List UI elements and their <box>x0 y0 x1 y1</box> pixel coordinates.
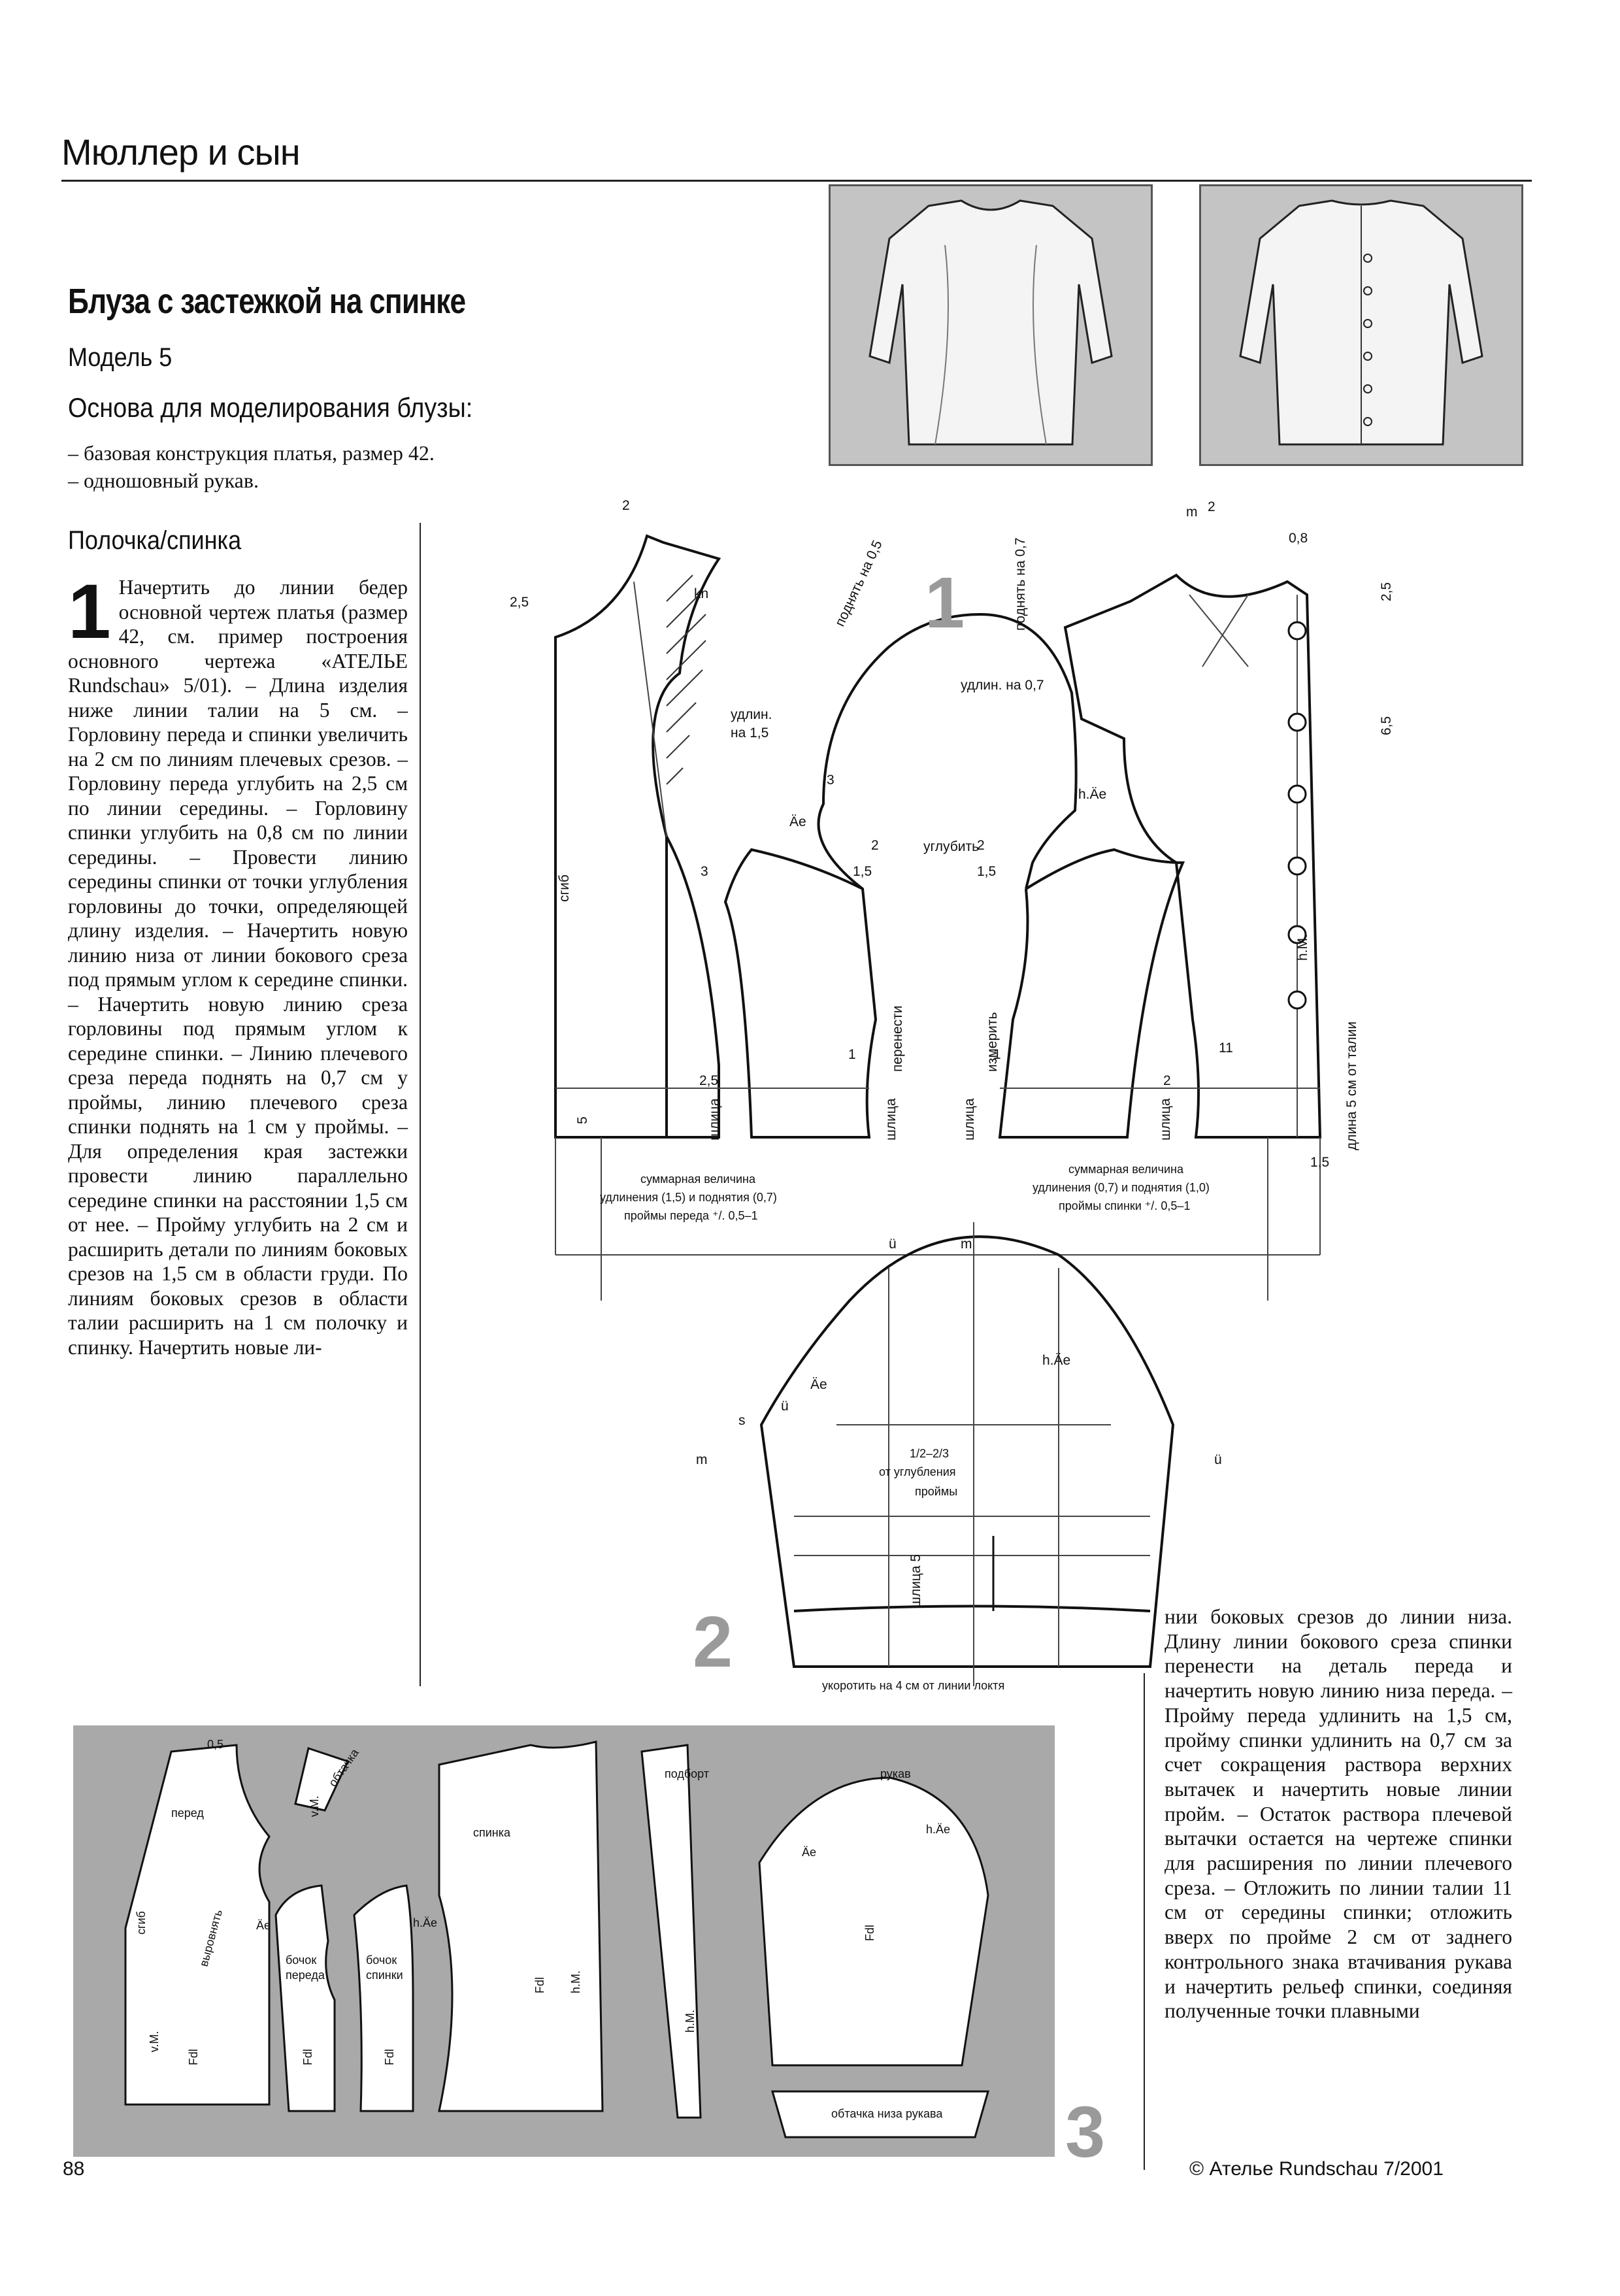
fig3-label-fdl-2: Fdl <box>301 2049 314 2065</box>
back-side-outline <box>998 848 1185 1139</box>
figure3-drawing <box>124 1740 989 2138</box>
fig3-label-back: спинка <box>473 1826 511 1839</box>
fig3-label-hm-1: h.M. <box>569 1971 582 1993</box>
figure3-panel: 0,5 перед сгиб выровнять v.M. Fdl Äe обт… <box>73 1725 1055 2157</box>
copyright: © Ателье Rundschau 7/2001 <box>1189 2158 1444 2180</box>
back-bodice-outline <box>1063 573 1322 1139</box>
blouse-front-drawing <box>831 186 1151 464</box>
front-piece <box>124 1744 271 2106</box>
base-list-item: – одношовный рукав. <box>68 469 259 492</box>
sleeve-facing-piece <box>771 2090 989 2138</box>
fig3-label-0-5: 0,5 <box>207 1738 223 1751</box>
fig3-label-sleeve-facing: обтачка низа рукава <box>831 2107 943 2120</box>
placket-piece <box>640 1744 702 2119</box>
figure3-labels: 0,5 перед сгиб выровнять v.M. Fdl Äe обт… <box>135 1738 950 2120</box>
instructions-left: 1 Начертить до линии бедер основной черт… <box>68 569 408 1359</box>
sleeve-outline <box>759 1235 1175 1668</box>
fig3-label-fdl-1: Fdl <box>187 2049 200 2065</box>
sleeve-piece <box>758 1776 989 2067</box>
magazine-section-title: Мюллер и сын <box>61 131 301 173</box>
fig3-label-vm: v.M. <box>148 2031 161 2052</box>
instructions-left-text: Начертить до линии бедер основной чертеж… <box>68 576 408 1359</box>
blouse-back-photo <box>1199 184 1523 466</box>
side-back-piece <box>353 1884 414 2112</box>
model-number: Модель 5 <box>68 343 173 372</box>
fig3-label-facing: обтачка <box>326 1746 362 1789</box>
base-heading: Основа для моделирования блузы: <box>68 392 473 423</box>
fig3-label-ae-2: Äe <box>802 1846 816 1859</box>
back-piece <box>438 1740 604 2112</box>
fig3-label-side-front-2: переда <box>286 1969 325 1982</box>
fig3-label-fdl-4: Fdl <box>533 1977 546 1993</box>
front-side-outline <box>723 848 878 1139</box>
fig3-label-side-back-1: бочок <box>366 1954 397 1967</box>
right-column-rule <box>1144 1673 1145 2170</box>
fig3-label-placket: подборт <box>665 1767 709 1780</box>
front-bodice-outline <box>554 534 721 1139</box>
fig3-label-fdl-3: Fdl <box>383 2049 396 2065</box>
article-title: Блуза с застежкой на спинке <box>68 282 466 321</box>
fig3-label-hm-2: h.M. <box>684 2010 697 2033</box>
fig3-label-side-back-2: спинки <box>366 1969 403 1982</box>
pattern-diagram-1-2 <box>554 534 1322 1686</box>
fig3-label-fold: сгиб <box>135 1911 148 1935</box>
page-number: 88 <box>63 2158 85 2180</box>
step-number: 1 <box>68 569 111 655</box>
fig3-label-ae-1: Äe <box>256 1919 271 1932</box>
figure-3-number-box: 3 <box>1065 2092 1105 2170</box>
base-list: – базовая конструкция платья, размер 42.… <box>68 439 435 494</box>
neck-facing-piece <box>294 1747 350 1812</box>
fig3-label-hae-2: h.Äe <box>926 1823 950 1836</box>
section-heading: Полочка/спинка <box>68 526 242 555</box>
fig3-label-vm-2: v.M. <box>308 1795 321 1817</box>
column-rule <box>420 523 421 1686</box>
armhole-cap-outline <box>817 612 1078 890</box>
blouse-back-drawing <box>1201 186 1521 464</box>
fig3-label-hae-1: h.Äe <box>413 1916 437 1929</box>
figure-3-number: 3 <box>1065 2092 1105 2170</box>
fig3-label-fdl-5: Fdl <box>863 1925 876 1941</box>
header-rule <box>61 180 1532 182</box>
fig3-label-side-front-1: бочок <box>286 1954 316 1967</box>
fig3-label-front: перед <box>171 1806 204 1820</box>
blouse-front-photo <box>829 184 1153 466</box>
fig3-label-align: выровнять <box>197 1908 225 1968</box>
fig3-label-sleeve: рукав <box>880 1767 911 1780</box>
instructions-right: нии боковых срезов до линии низа. Длину … <box>1165 1605 1512 2023</box>
side-front-piece <box>274 1884 336 2112</box>
base-list-item: – базовая конструкция платья, размер 42. <box>68 441 435 465</box>
